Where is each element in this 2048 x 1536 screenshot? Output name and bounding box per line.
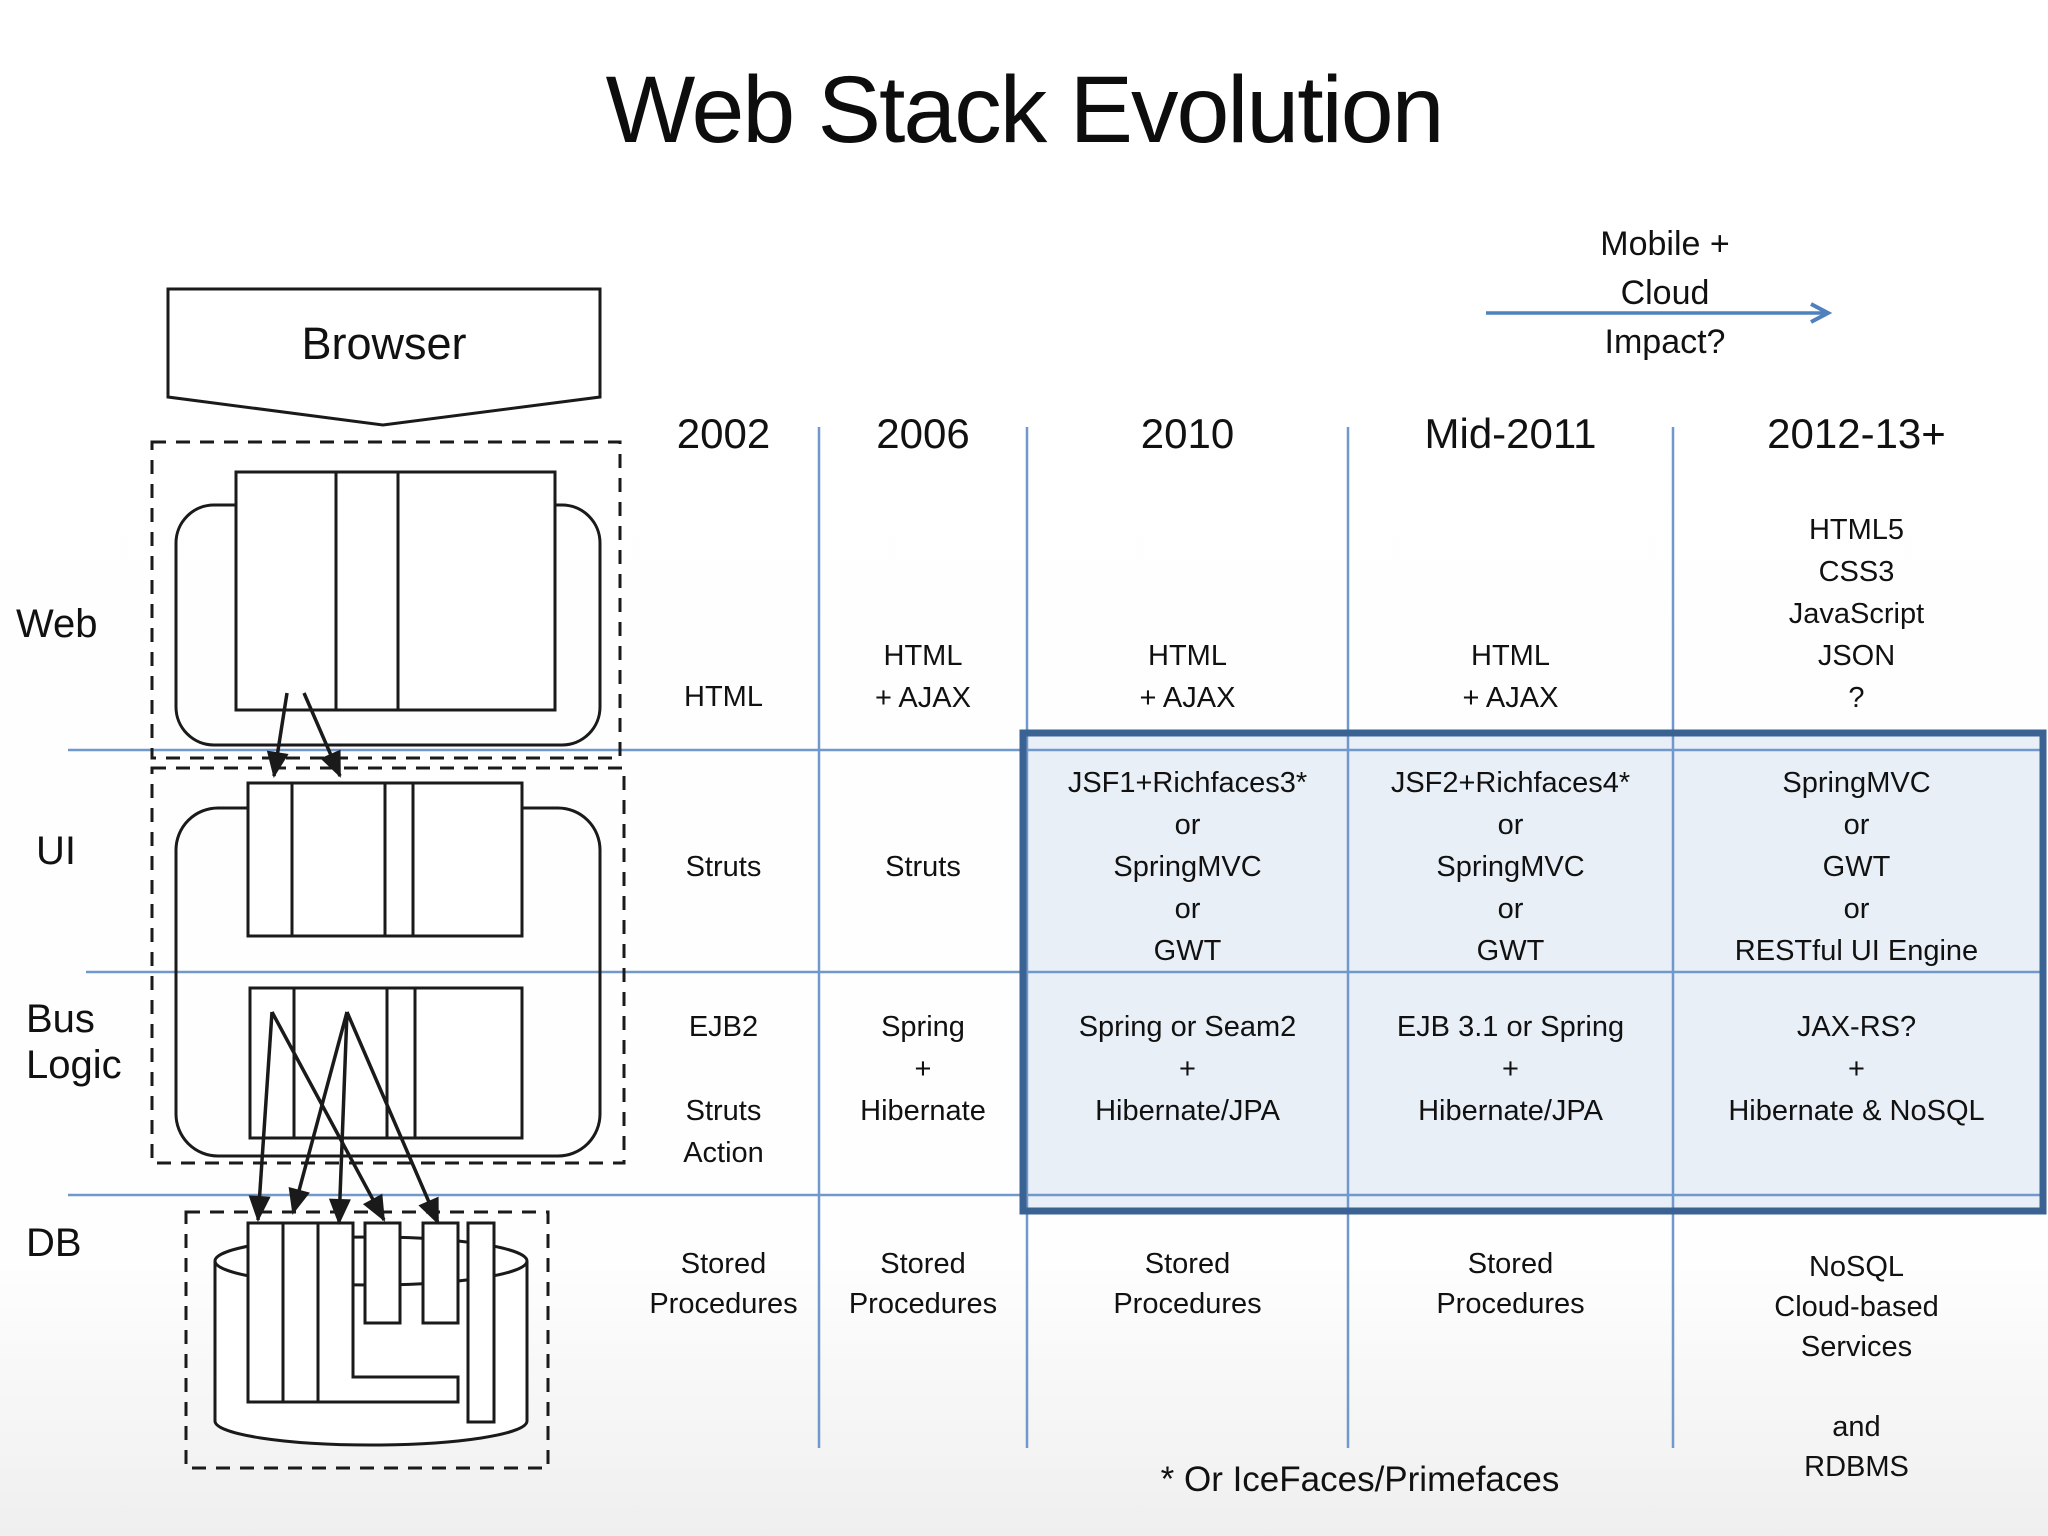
column-header-2012-13: 2012-13+ <box>1767 410 1946 457</box>
footnote: * Or IceFaces/Primefaces <box>1160 1460 1560 1499</box>
cell-web-2012-13: HTML5 CSS3 JavaScript JSON ? <box>1788 514 1925 714</box>
row-label-buslogic: Bus Logic <box>26 997 122 1087</box>
cell-ui-mid2011: JSF2+Richfaces4* or SpringMVC or GWT <box>1390 767 1631 967</box>
cell-bus-2002: EJB2 Struts Action <box>683 1011 764 1169</box>
column-header-2006: 2006 <box>876 410 970 457</box>
cell-db-2002: Stored Procedures <box>649 1248 798 1320</box>
column-header-2010: 2010 <box>1140 410 1235 457</box>
column-header-mid2011: Mid-2011 <box>1424 410 1597 457</box>
impact-note: Mobile + Cloud Impact? <box>1600 225 1730 361</box>
bus-components-icon <box>248 986 524 1140</box>
browser-label: Browser <box>301 318 467 369</box>
column-header-2002: 2002 <box>676 410 771 457</box>
request-arrows <box>266 692 342 778</box>
cell-web-2006: HTML + AJAX <box>875 640 971 714</box>
row-label-db: DB <box>26 1221 82 1265</box>
cell-web-mid2011: HTML + AJAX <box>1462 640 1559 714</box>
cell-bus-2006: Spring + Hibernate <box>860 1011 986 1127</box>
cell-db-mid2011: Stored Procedures <box>1436 1248 1585 1320</box>
timeline-grid-lines <box>68 427 2046 1448</box>
page-title: Web Stack Evolution <box>605 57 1445 163</box>
web-pages-icon <box>234 470 557 712</box>
ui-components-icon <box>246 781 524 938</box>
browser-banner-shape <box>166 287 602 427</box>
cell-db-2006: Stored Procedures <box>848 1248 998 1320</box>
cell-ui-2010: JSF1+Richfaces3* or SpringMVC or GWT <box>1067 767 1308 967</box>
cell-ui-2006: Struts <box>885 851 961 883</box>
cell-bus-2010: Spring or Seam2 + Hibernate/JPA <box>1078 1011 1297 1127</box>
cell-ui-2012-13: SpringMVC or GWT or RESTful UI Engine <box>1734 767 1979 967</box>
row-label-ui: UI <box>36 829 76 873</box>
stored-procedure-bars <box>246 1221 496 1424</box>
cell-bus-2012-13: JAX-RS? + Hibernate & NoSQL <box>1728 1011 1985 1127</box>
cell-db-2010: Stored Procedures <box>1113 1248 1262 1320</box>
highlight-box-border <box>1019 729 2047 1215</box>
cell-db-2012-13: NoSQL Cloud-based Services and RDBMS <box>1774 1251 1939 1483</box>
cell-bus-mid2011: EJB 3.1 or Spring + Hibernate/JPA <box>1396 1011 1625 1127</box>
cell-ui-2002: Struts <box>685 851 762 883</box>
cell-web-2010: HTML + AJAX <box>1139 640 1236 714</box>
cell-web-2002: HTML <box>684 681 763 713</box>
row-label-web: Web <box>16 602 98 646</box>
db-call-arrows <box>248 1011 440 1225</box>
